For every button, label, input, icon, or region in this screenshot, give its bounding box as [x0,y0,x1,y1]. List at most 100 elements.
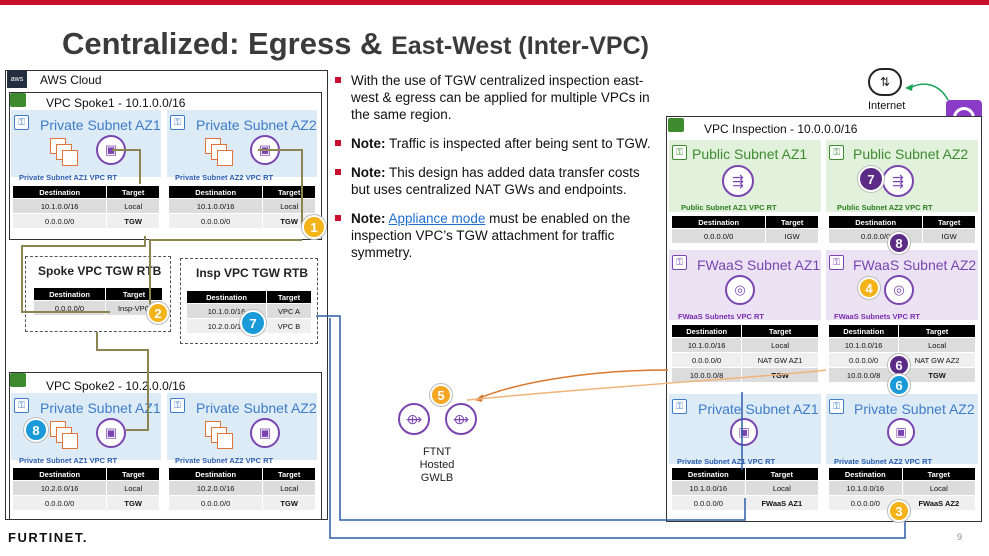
step-badge-4: 4 [858,277,880,299]
endpoint-icon: ▣ [96,135,126,165]
vpc-icon [10,93,26,107]
step-badge-6: 6 [888,354,910,376]
instance-stack-icon [217,150,233,166]
lock-icon: ⚿ [672,255,687,270]
aws-logo-icon: aws [7,70,27,88]
subnet-title: Public Subnet AZ1 [692,146,808,162]
subnet-title: Private Subnet AZ1 [40,117,161,133]
gwlb-label-line1: FTNT Hosted [419,446,455,471]
page-number: 9 [957,532,963,542]
flow-arrowhead [905,84,913,91]
flow-line-olive [21,236,146,313]
aws-cloud-label: AWS Cloud [40,73,102,87]
vpc-icon [10,373,26,387]
step-badge-1: 1 [302,215,326,239]
subnet-title: FWaaS Subnet AZ2 [853,257,977,273]
subnet-title: Private Subnet AZ1 [40,400,161,416]
lock-icon: ⚿ [829,399,844,414]
gwlb-endpoint-icon: ◎ [884,275,914,305]
step-badge-6-blue: 6 [888,374,910,396]
lock-icon: ⚿ [672,399,687,414]
subnet-title-wrap: Public Subnet AZ2 [853,146,968,162]
endpoint-icon: ▣ [730,418,758,446]
lock-icon: ⚿ [14,398,29,413]
subnet-title: Private Subnet AZ1 [698,401,819,417]
rt-name: Private Subnet AZ2 VPC RT [175,456,274,465]
subnet-title: Private Subnet AZ2 [854,401,975,417]
lock-icon-wrap: ⚿ [829,255,844,270]
internet-cloud-icon: ⇅ [868,68,902,96]
step-badge-5: 5 [430,384,452,406]
bullet-item: Note: Traffic is inspected after being s… [335,135,655,152]
subnet-title: Public Subnet AZ2 [853,146,969,162]
flow-line-blue [329,318,906,539]
subnet-title-wrap: FWaaS Subnet AZ1 [697,257,820,273]
flow-line-olive [96,332,149,431]
fortinet-logo: FURTINET. [8,530,88,545]
vpc-icon [668,118,684,132]
instance-stack-icon [62,433,78,449]
endpoint-icon: ▣ [887,418,915,446]
step-badge-3: 3 [888,500,910,522]
flow-line-green [909,83,949,101]
subnet-title: FWaaS Subnet AZ1 [697,257,821,273]
flow-line-olive [112,149,141,184]
gwlb-icon: ⟴ [445,403,477,435]
gwlb-endpoint-icon: ◎ [725,275,755,305]
top-accent-bar [0,0,989,5]
rt-name: Private Subnet AZ2 VPC RT [834,457,933,466]
lock-icon: ⚿ [829,145,844,160]
flow-arrowhead [475,394,483,402]
instance-stack-icon [62,150,78,166]
lock-icon-wrap: ⚿ [672,255,687,270]
flow-line-orange [466,369,827,401]
insp-tgw-rtb-title: Insp VPC TGW RTB [196,266,308,280]
step-badge-2: 2 [147,302,169,324]
rt-name: Private Subnet AZ1 VPC RT [19,173,118,182]
rt-name: FWaaS Subnets VPC RT [678,312,764,321]
appliance-mode-link[interactable]: Appliance mode [388,211,486,226]
nat-gateway-icon: ⇶ [882,165,914,197]
step-badge-7-blue: 7 [240,310,266,336]
nat-gateway-icon: ⇶ [722,165,754,197]
lock-icon: ⚿ [672,145,687,160]
lock-icon: ⚿ [170,398,185,413]
flow-line-olive [149,239,302,305]
spoke2-subnet-az2 [167,393,317,460]
bullet-item: With the use of TGW centralized inspecti… [335,72,655,123]
rt-name: Public Subnet AZ2 VPC RT [837,203,933,212]
flow-line-blue [316,315,746,521]
page-title: Centralized: Egress & East-West (Inter-V… [62,26,649,61]
subnet-title-wrap: Public Subnet AZ1 [692,146,807,162]
flow-line-olive [258,149,303,228]
rt-name: Public Subnet AZ1 VPC RT [681,203,777,212]
vpc-spoke1-label: VPC Spoke1 - 10.1.0.0/16 [46,96,186,110]
gwlb-label: FTNT Hosted GWLB [406,446,468,485]
step-badge-7: 7 [858,166,884,192]
lock-icon: ⚿ [829,255,844,270]
endpoint-icon: ▣ [96,418,126,448]
subnet-title-wrap: FWaaS Subnet AZ2 [853,257,976,273]
rt-name: Private Subnet AZ2 VPC RT [175,173,274,182]
lock-icon-wrap: ⚿ [829,145,844,160]
lock-icon: ⚿ [170,115,185,130]
step-badge-8-blue: 8 [24,418,48,442]
bullet-item: Note: This design has added data transfe… [335,164,655,198]
internet-label: Internet [868,100,906,112]
instance-stack-icon [217,433,233,449]
gwlb-label-line2: GWLB [420,472,454,484]
lock-icon: ⚿ [14,115,29,130]
step-badge-8: 8 [888,232,910,254]
bullet-list: With the use of TGW centralized inspecti… [335,72,655,273]
subnet-title: Private Subnet AZ2 [196,400,317,416]
